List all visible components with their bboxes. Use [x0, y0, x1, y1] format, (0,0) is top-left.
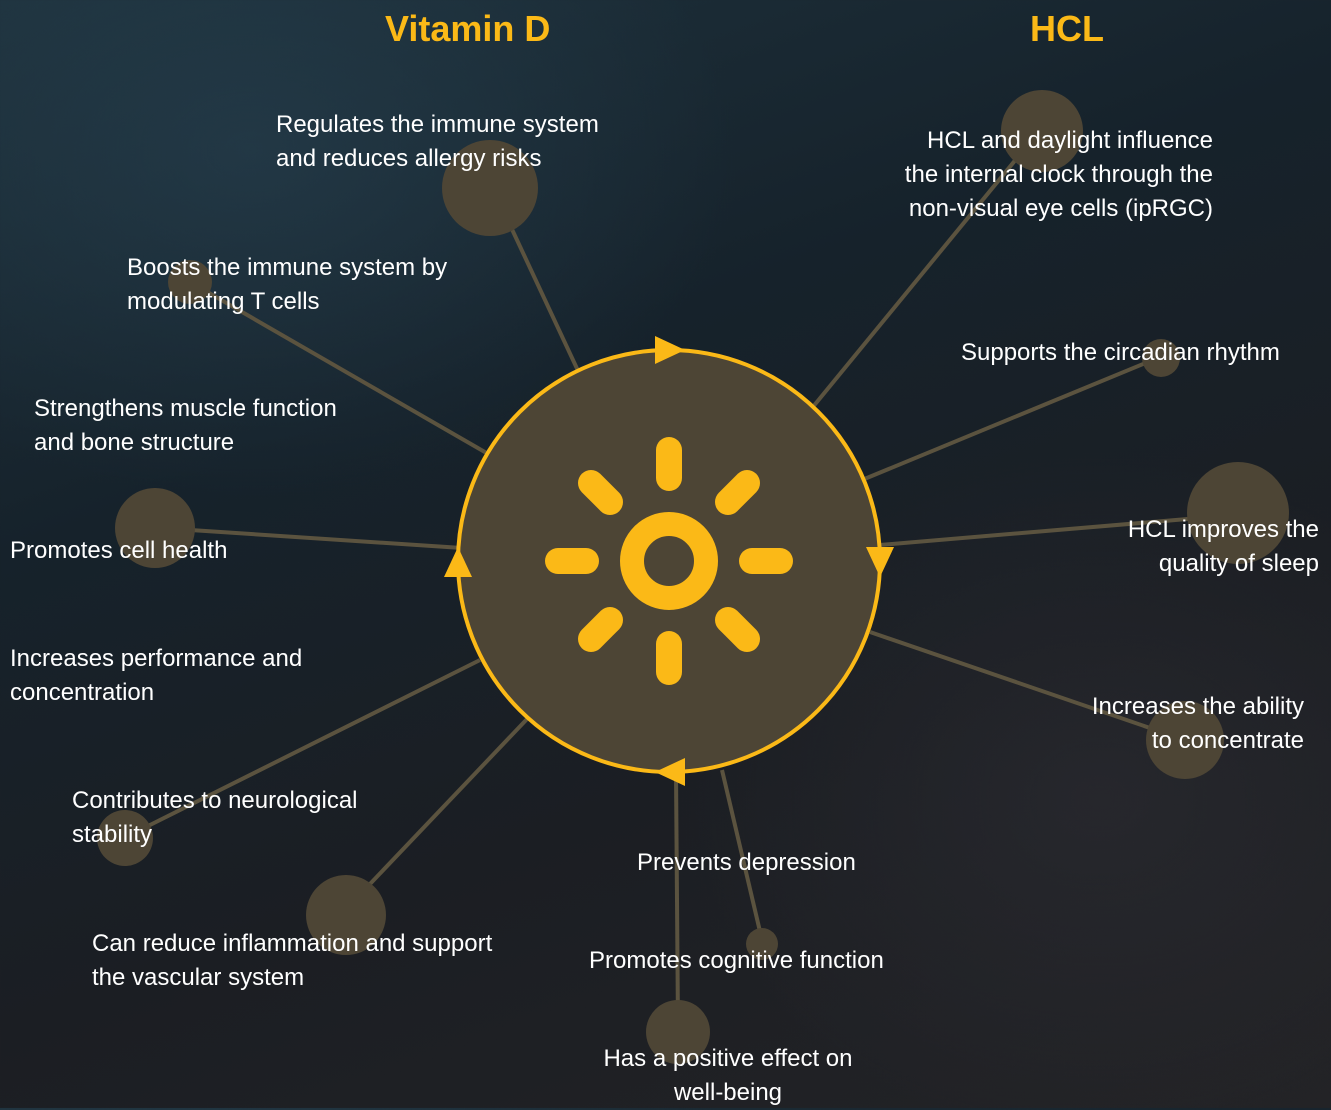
label-line: Regulates the immune system — [276, 111, 599, 138]
center-circle — [456, 348, 882, 774]
label-line: HCL improves the — [1127, 516, 1319, 543]
connector-immune-allergy — [508, 224, 582, 376]
label-circadian: Supports the circadian rhythm — [961, 336, 1280, 370]
sun-ray-southwest — [578, 607, 623, 652]
node-internal-clock — [1001, 90, 1083, 172]
label-immune-allergy: Regulates the immune system and reduces … — [276, 108, 599, 176]
sun-ray-northwest — [578, 470, 623, 515]
label-line: and bone structure — [34, 429, 235, 456]
label-inflammation: Can reduce inflammation and support the … — [92, 927, 492, 995]
label-sleep: HCL improves the quality of sleep — [1019, 513, 1319, 581]
label-line: quality of sleep — [1158, 550, 1319, 577]
sun-ray-southeast — [715, 607, 760, 652]
label-line: concentration — [10, 679, 155, 706]
label-line: Promotes cognitive function — [589, 947, 884, 974]
label-line: to concentrate — [1151, 727, 1304, 754]
node-cognitive — [746, 928, 778, 960]
node-cell-health — [115, 488, 195, 568]
connector-internal-clock — [810, 128, 1042, 410]
label-cell-health: Promotes cell health — [10, 534, 227, 568]
label-t-cells: Boosts the immune system by modulating T… — [127, 251, 447, 319]
cycle-arrow-bottom — [655, 758, 685, 786]
node-neurological — [97, 810, 153, 866]
node-t-cells — [168, 260, 212, 304]
connector-cell-health — [159, 526, 463, 550]
node-circadian — [1142, 339, 1180, 377]
label-line: Boosts the immune system by — [127, 254, 448, 281]
label-line: the internal clock through the — [904, 161, 1213, 188]
connector-circadian — [861, 355, 1161, 482]
label-line: Increases the ability — [1091, 693, 1304, 720]
sun-icon — [545, 437, 793, 685]
label-cognitive: Promotes cognitive function — [589, 944, 884, 978]
label-performance: Increases performance and concentration — [10, 642, 302, 710]
label-line: Contributes to neurological — [72, 787, 358, 814]
connector-cognitive — [720, 769, 764, 941]
label-line: and reduces allergy risks — [276, 145, 542, 172]
sun-core — [620, 512, 718, 610]
node-sleep — [1187, 462, 1289, 564]
label-line: Promotes cell health — [10, 537, 228, 564]
label-neurological: Contributes to neurological stability — [72, 784, 358, 852]
label-line: Prevents depression — [637, 849, 856, 876]
node-immune-allergy — [442, 140, 538, 236]
label-well-being: Has a positive effect on well-being — [578, 1042, 878, 1110]
center-hub — [444, 336, 894, 786]
node-well-being — [646, 1000, 710, 1064]
label-muscle-bone: Strengthens muscle function and bone str… — [34, 392, 337, 460]
node-concentrate — [1146, 701, 1224, 779]
connector-sleep — [879, 513, 1236, 547]
label-line: Increases performance and — [10, 645, 303, 672]
label-line: HCL and daylight influence — [927, 127, 1213, 154]
cycle-arrow-top — [655, 336, 685, 364]
connector-neurological — [129, 658, 481, 837]
cycle-arrow-right — [866, 547, 894, 577]
label-line: stability — [72, 821, 153, 848]
heading-hcl: HCL — [1030, 8, 1104, 49]
cycle-arrow-left — [444, 547, 472, 577]
heading-vitamin-d: Vitamin D — [385, 8, 551, 49]
label-line: Has a positive effect on — [603, 1045, 853, 1072]
label-line: Can reduce inflammation and support — [92, 930, 493, 957]
connector-lines — [129, 128, 1236, 1029]
label-internal-clock: HCL and daylight influence the internal … — [853, 124, 1213, 226]
sun-ray-northeast — [715, 470, 760, 515]
connector-well-being — [674, 771, 680, 1029]
label-line: Supports the circadian rhythm — [961, 339, 1280, 366]
node-inflammation — [306, 875, 386, 955]
label-line: Strengthens muscle function — [34, 395, 337, 422]
label-line: non-visual eye cells (ipRGC) — [908, 195, 1213, 222]
label-concentrate: Increases the ability to concentrate — [1004, 690, 1304, 758]
benefit-nodes — [97, 90, 1289, 1064]
label-line: modulating T cells — [127, 288, 320, 315]
connector-concentrate — [869, 630, 1186, 742]
label-line: the vascular system — [92, 964, 305, 991]
label-depression: Prevents depression — [637, 846, 856, 880]
connector-t-cells — [189, 280, 491, 457]
connector-inflammation — [348, 716, 530, 907]
label-line: well-being — [673, 1079, 783, 1106]
